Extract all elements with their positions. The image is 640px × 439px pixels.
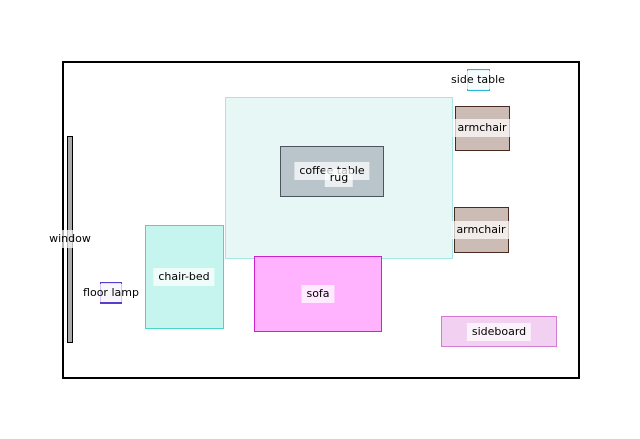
room-outline (62, 61, 580, 379)
chair-bed-label: chair-bed (153, 268, 215, 286)
sofa-label: sofa (301, 285, 335, 303)
armchair-top-label: armchair (452, 119, 512, 137)
armchair-bottom-label: armchair (451, 221, 511, 239)
rug-label: rug (324, 169, 354, 187)
floor-lamp-label: floor lamp (78, 284, 144, 302)
side-table-label: side table (446, 71, 510, 89)
window-label: window (44, 230, 96, 248)
sideboard-label: sideboard (466, 323, 532, 341)
